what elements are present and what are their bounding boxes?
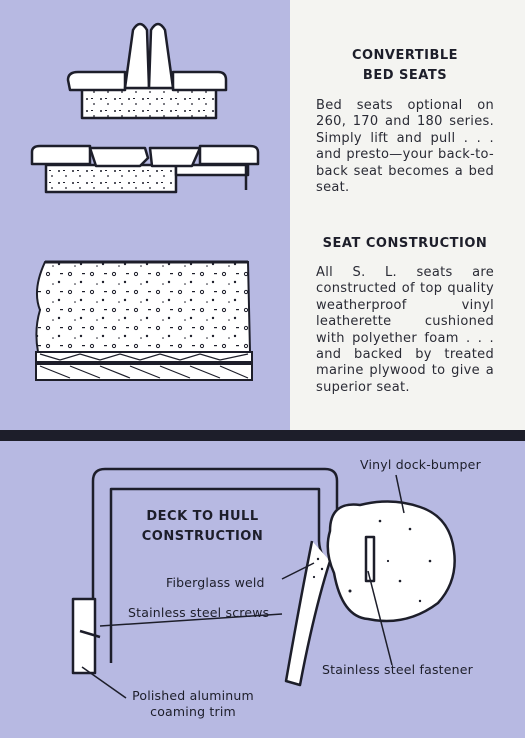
deck-to-hull-title: DECK TO HULL CONSTRUCTION — [120, 507, 285, 547]
seat-construction-body: All S. L. seats are constructed of top q… — [316, 265, 494, 395]
stainless-steel-fastener-label: Stainless steel fastener — [322, 662, 474, 677]
back-to-back-seat-drawing — [66, 22, 228, 120]
bed-seat-drawing — [30, 144, 260, 194]
seat-construction-title: SEAT CONSTRUCTION — [322, 236, 488, 251]
text-panel — [290, 0, 525, 430]
deck-title-line2: CONSTRUCTION — [141, 529, 264, 544]
convertible-title-line1: CONVERTIBLE — [351, 48, 459, 63]
stainless-steel-screws-label: Stainless steel screws — [128, 605, 270, 620]
seat-illustrations — [30, 22, 260, 381]
polished-aluminum-label: Polished aluminum coaming trim — [118, 688, 268, 720]
section-divider — [0, 430, 525, 441]
polished-aluminum-line2: coaming trim — [150, 704, 236, 719]
seat-cross-section-drawing — [35, 260, 253, 381]
fiberglass-weld-label: Fiberglass weld — [166, 575, 265, 590]
convertible-bed-seats-title: CONVERTIBLE BED SEATS — [300, 46, 510, 86]
polished-aluminum-line1: Polished aluminum — [132, 688, 254, 703]
vinyl-dock-bumper-label: Vinyl dock-bumper — [360, 457, 481, 472]
deck-title-line1: DECK TO HULL — [146, 509, 259, 524]
convertible-title-line2: BED SEATS — [362, 68, 448, 83]
convertible-body: Bed seats optional on 260, 170 and 180 s… — [316, 98, 494, 196]
deck-to-hull-illustration — [71, 467, 456, 699]
